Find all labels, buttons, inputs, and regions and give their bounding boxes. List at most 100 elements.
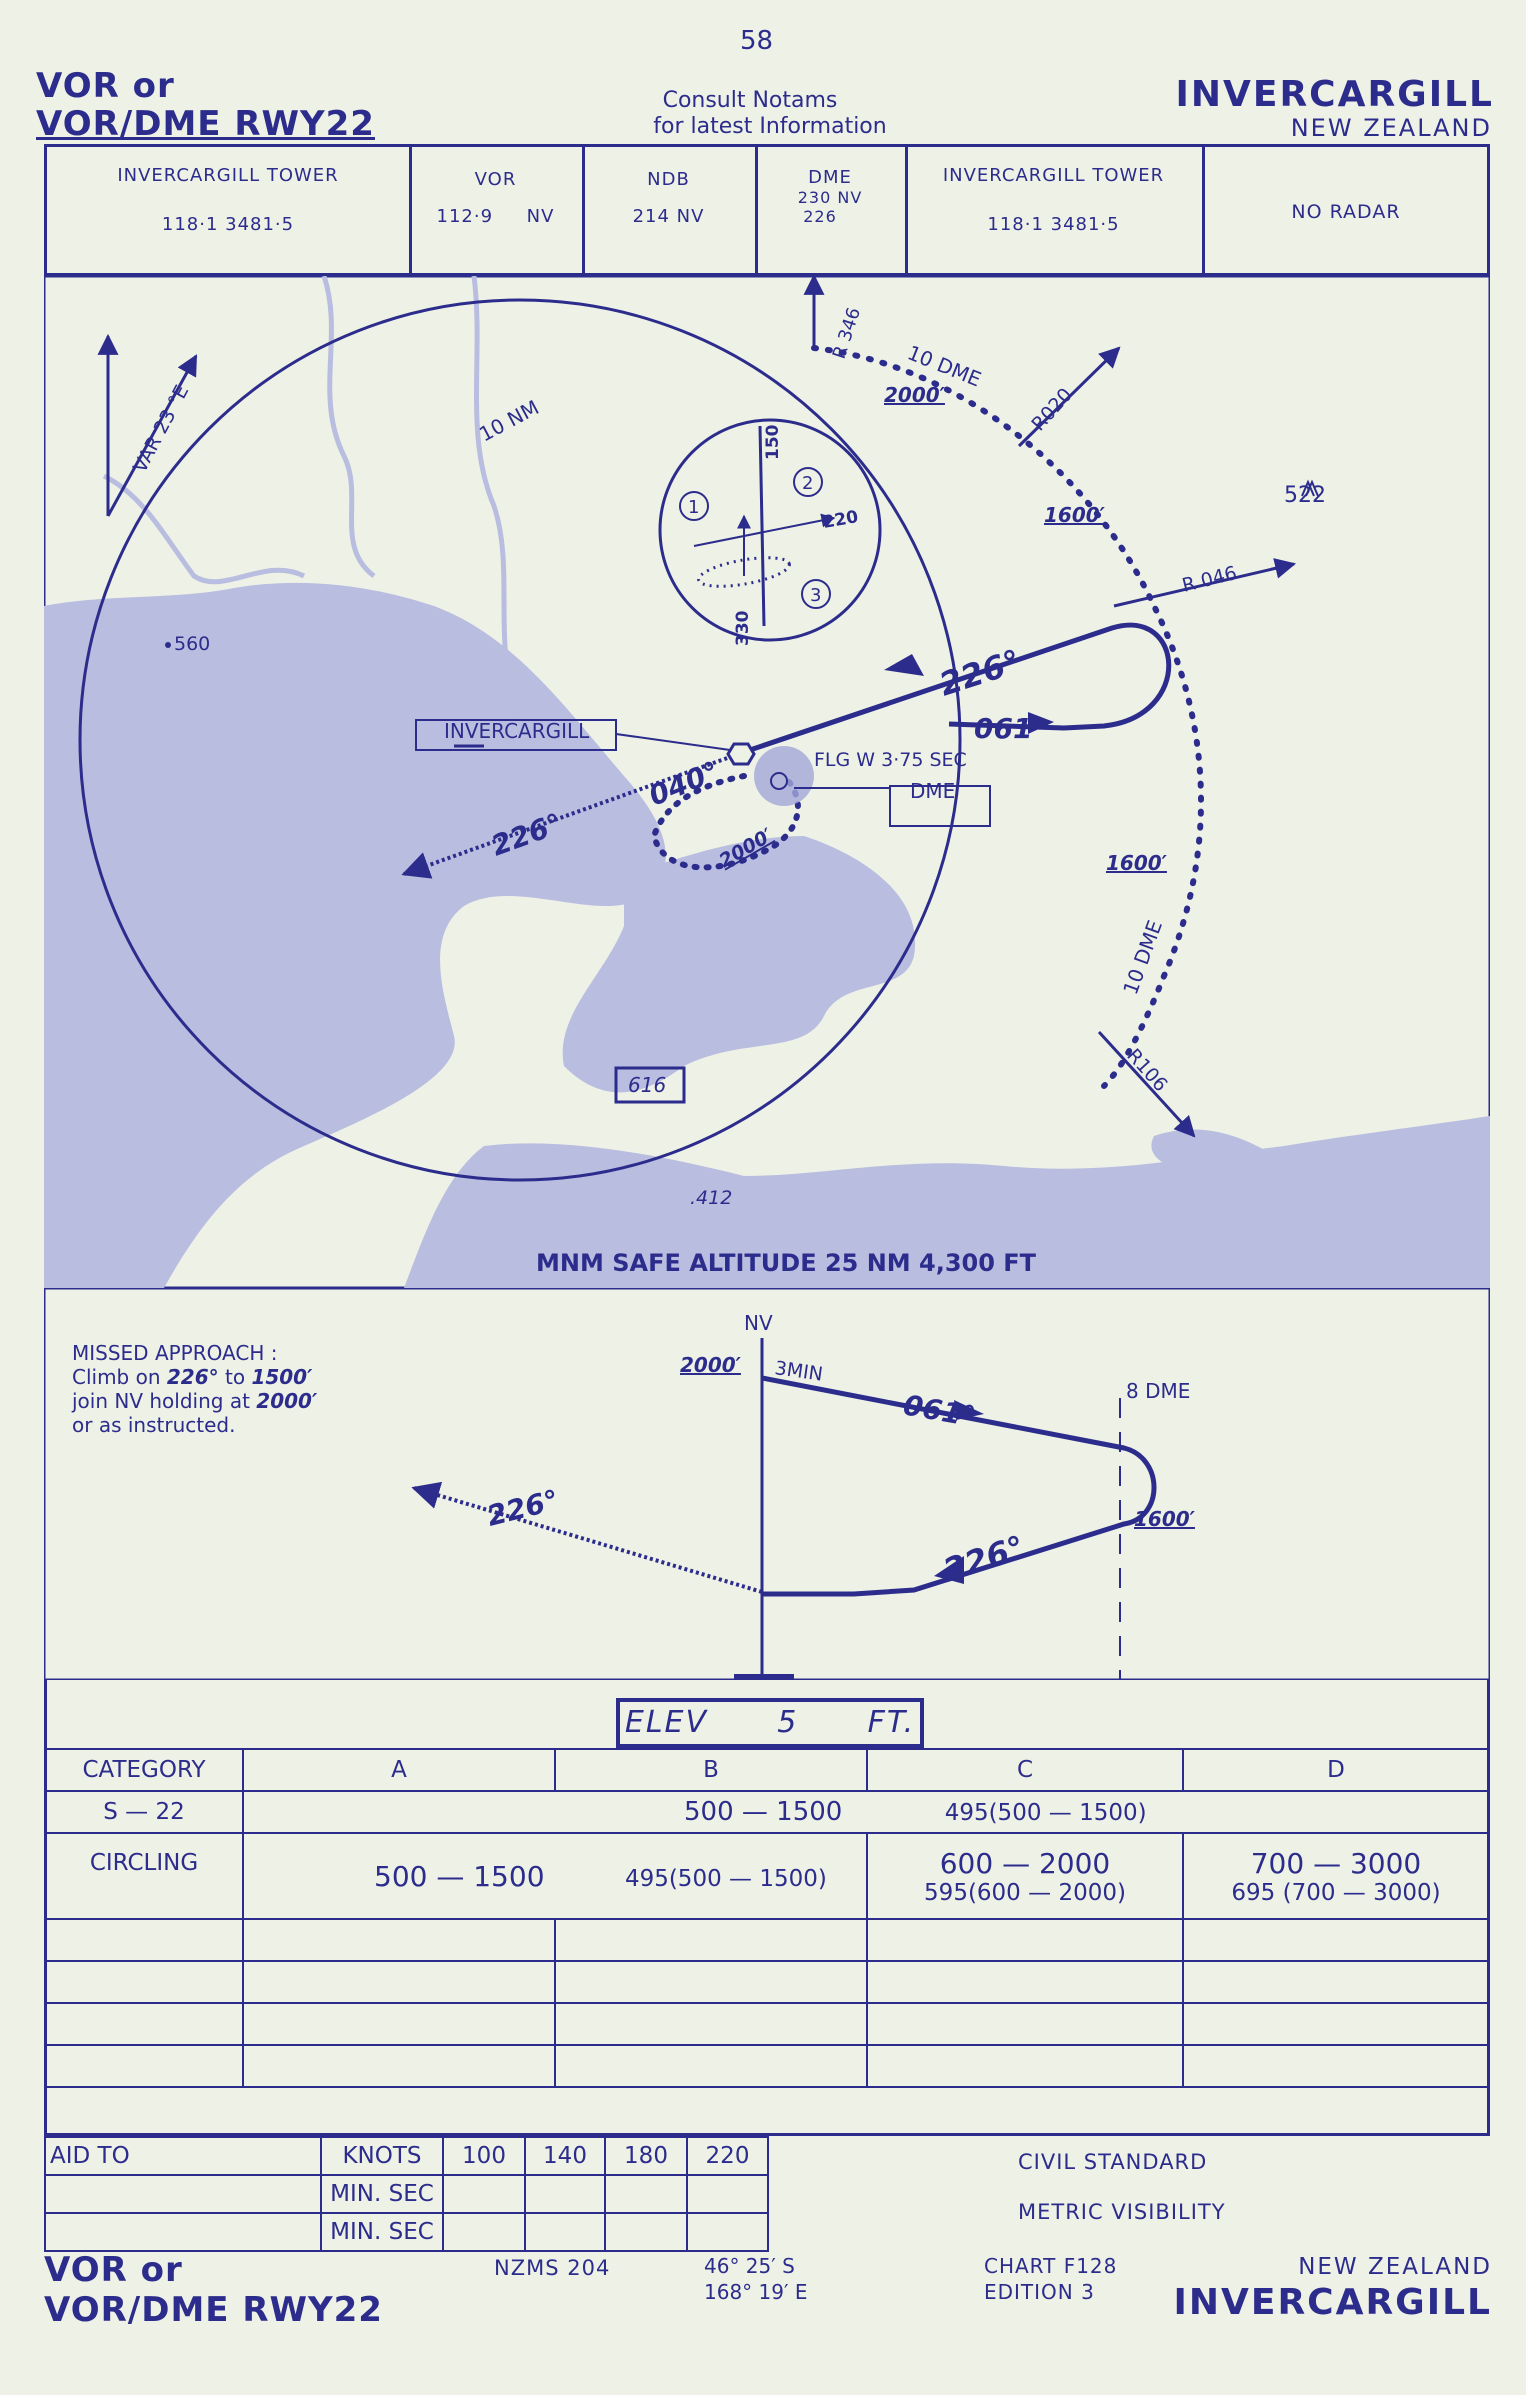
missed-line4: or as instructed. xyxy=(72,1413,235,1437)
missed-line3: join NV holding at 2000′ xyxy=(71,1389,318,1413)
circ-c2: 595(600 — 2000) xyxy=(924,1879,1126,1906)
coastline-water xyxy=(44,582,1490,1288)
page-number: 58 xyxy=(740,26,774,56)
vor-label: VOR xyxy=(474,169,517,190)
river xyxy=(102,276,567,838)
approach-title-line2: VOR/DME RWY22 xyxy=(36,104,375,144)
dme-box-label: DME xyxy=(910,779,955,803)
dme-freq1: 230 NV xyxy=(797,188,863,207)
spot-616: 616 xyxy=(628,1073,666,1097)
vor-symbol xyxy=(726,742,756,766)
minima-table: CATEGORY A B C D S — 22 500 — 1500 495(5… xyxy=(44,1748,1490,2088)
radial-020-label: R020 xyxy=(1027,384,1076,435)
approach-inset: 1 2 3 150 330 220 xyxy=(658,418,882,646)
s22-ab: 500 — 1500 xyxy=(684,1797,843,1827)
s22-label: S — 22 xyxy=(44,1790,244,1834)
aid-table: AID TO KNOTS 100 140 180 220 MIN. SEC MI… xyxy=(44,2136,769,2252)
alt-2000-top: 2000′ xyxy=(884,383,946,407)
category-label: CATEGORY xyxy=(44,1748,244,1792)
spot-560: 560 xyxy=(174,633,210,655)
speed-100: 100 xyxy=(442,2136,526,2176)
s22-minima: 500 — 1500 495(500 — 1500) xyxy=(242,1790,1490,1834)
cat-a: A xyxy=(242,1748,556,1792)
circling-label: CIRCLING xyxy=(44,1832,244,1920)
dme-8-label: 8 DME xyxy=(1126,1379,1190,1403)
tower-freq: 118·1 3481·5 xyxy=(161,214,295,235)
footer-airport: INVERCARGILL xyxy=(1173,2282,1492,2323)
min-sec-label-2: MIN. SEC xyxy=(320,2212,444,2252)
latitude: 46° 25′ S xyxy=(704,2254,795,2278)
variation-label: VAR 23 °E xyxy=(129,381,193,476)
beacon-flashing: FLG W 3·75 SEC xyxy=(814,749,967,771)
missed-line2: Climb on 226° to 1500′ xyxy=(72,1365,313,1389)
dme-arc xyxy=(811,345,1204,1089)
profile-out-061: 061° xyxy=(901,1388,978,1433)
dme-freq2: 226 xyxy=(803,207,837,226)
inset-n3: 3 xyxy=(810,585,821,606)
tower-label: INVERCARGILL TOWER xyxy=(117,165,339,186)
nv-label: NV xyxy=(744,1311,773,1335)
comms-panel: INVERCARGILL TOWER 118·1 3481·5 VOR 112·… xyxy=(44,144,1490,276)
approach-title-line1: VOR or xyxy=(36,66,175,106)
tower2-freq: 118·1 3481·5 xyxy=(987,214,1120,235)
radial-346-label: R 346 xyxy=(829,305,865,362)
profile-miss-226: 226° xyxy=(484,1483,562,1533)
footer-country: NEW ZEALAND xyxy=(1298,2254,1492,2280)
dme-label: DME xyxy=(808,167,852,188)
min-sec-label-1: MIN. SEC xyxy=(320,2174,444,2214)
footer-title-line1: VOR or xyxy=(44,2250,183,2290)
circ-c1: 600 — 2000 xyxy=(939,1846,1111,1880)
radial-046-label: R 046 xyxy=(1180,562,1239,597)
town-label: INVERCARGILL xyxy=(444,719,590,743)
country-name: NEW ZEALAND xyxy=(1290,114,1492,142)
missed-line1: MISSED APPROACH : xyxy=(72,1341,277,1365)
speed-140: 140 xyxy=(524,2136,606,2176)
ring-label: 10 NM xyxy=(475,395,543,446)
circling-ab: 500 — 1500 495(500 — 1500) xyxy=(242,1832,868,1920)
mountain-icon xyxy=(1301,479,1319,497)
profile-track xyxy=(761,1375,1157,1597)
civil-standard: CIVIL STANDARD xyxy=(1018,2150,1208,2174)
vor-freq: 112·9 xyxy=(436,206,494,227)
cat-c: C xyxy=(866,1748,1184,1792)
edition: EDITION 3 xyxy=(984,2280,1095,2304)
circ-d2: 695 (700 — 3000) xyxy=(1231,1879,1441,1906)
profile-alt-1600: 1600′ xyxy=(1134,1507,1196,1531)
aid-to-label: AID TO xyxy=(44,2136,322,2176)
ten-nm-ring xyxy=(78,298,962,1182)
cat-b: B xyxy=(554,1748,868,1792)
footer-title-line2: VOR/DME RWY22 xyxy=(44,2290,383,2330)
spot-412: .412 xyxy=(690,1187,732,1209)
tower2-label: INVERCARGILL TOWER xyxy=(942,165,1165,186)
metric-visibility: METRIC VISIBILITY xyxy=(1018,2200,1226,2224)
circ-d1: 700 — 3000 xyxy=(1250,1846,1422,1880)
circ-a: 500 — 1500 xyxy=(374,1859,545,1893)
chart-number: CHART F128 xyxy=(984,2254,1118,2278)
profile-view: MISSED APPROACH : Climb on 226° to 1500′… xyxy=(44,1288,1490,1680)
inset-hdg-150: 150 xyxy=(763,424,783,460)
knots-label: KNOTS xyxy=(320,2136,444,2176)
elev-unit: FT. xyxy=(867,1705,916,1740)
radar-status: NO RADAR xyxy=(1291,201,1401,223)
inset-n1: 1 xyxy=(688,497,699,518)
circling-c: 600 — 2000 595(600 — 2000) xyxy=(866,1832,1184,1920)
speed-220: 220 xyxy=(686,2136,769,2176)
cat-d: D xyxy=(1182,1748,1490,1792)
outbound-track xyxy=(401,750,745,879)
circ-b: 495(500 — 1500) xyxy=(624,1865,827,1892)
holding-track xyxy=(743,622,1172,755)
profile-alt-2000: 2000′ xyxy=(680,1353,742,1377)
nzms-label: NZMS 204 xyxy=(494,2256,611,2280)
vor-ident: NV xyxy=(526,206,555,227)
longitude: 168° 19′ E xyxy=(704,2280,808,2304)
plan-view: VAR 23 °E 10 NM R 346 10 DME 2000′ R020 … xyxy=(44,276,1490,1288)
profile-in-226: 226° xyxy=(939,1528,1029,1590)
airport-name: INVERCARGILL xyxy=(1175,74,1494,115)
inbound-226-label: 226° xyxy=(935,642,1025,704)
inset-n2: 2 xyxy=(802,473,813,494)
elev-label: ELEV xyxy=(624,1705,709,1740)
missed-track xyxy=(411,1481,763,1594)
s22-ab2: 495(500 — 1500) xyxy=(944,1800,1147,1826)
elevation-box: ELEV 5 FT. xyxy=(616,1698,924,1748)
ndb-label: NDB xyxy=(647,169,690,190)
